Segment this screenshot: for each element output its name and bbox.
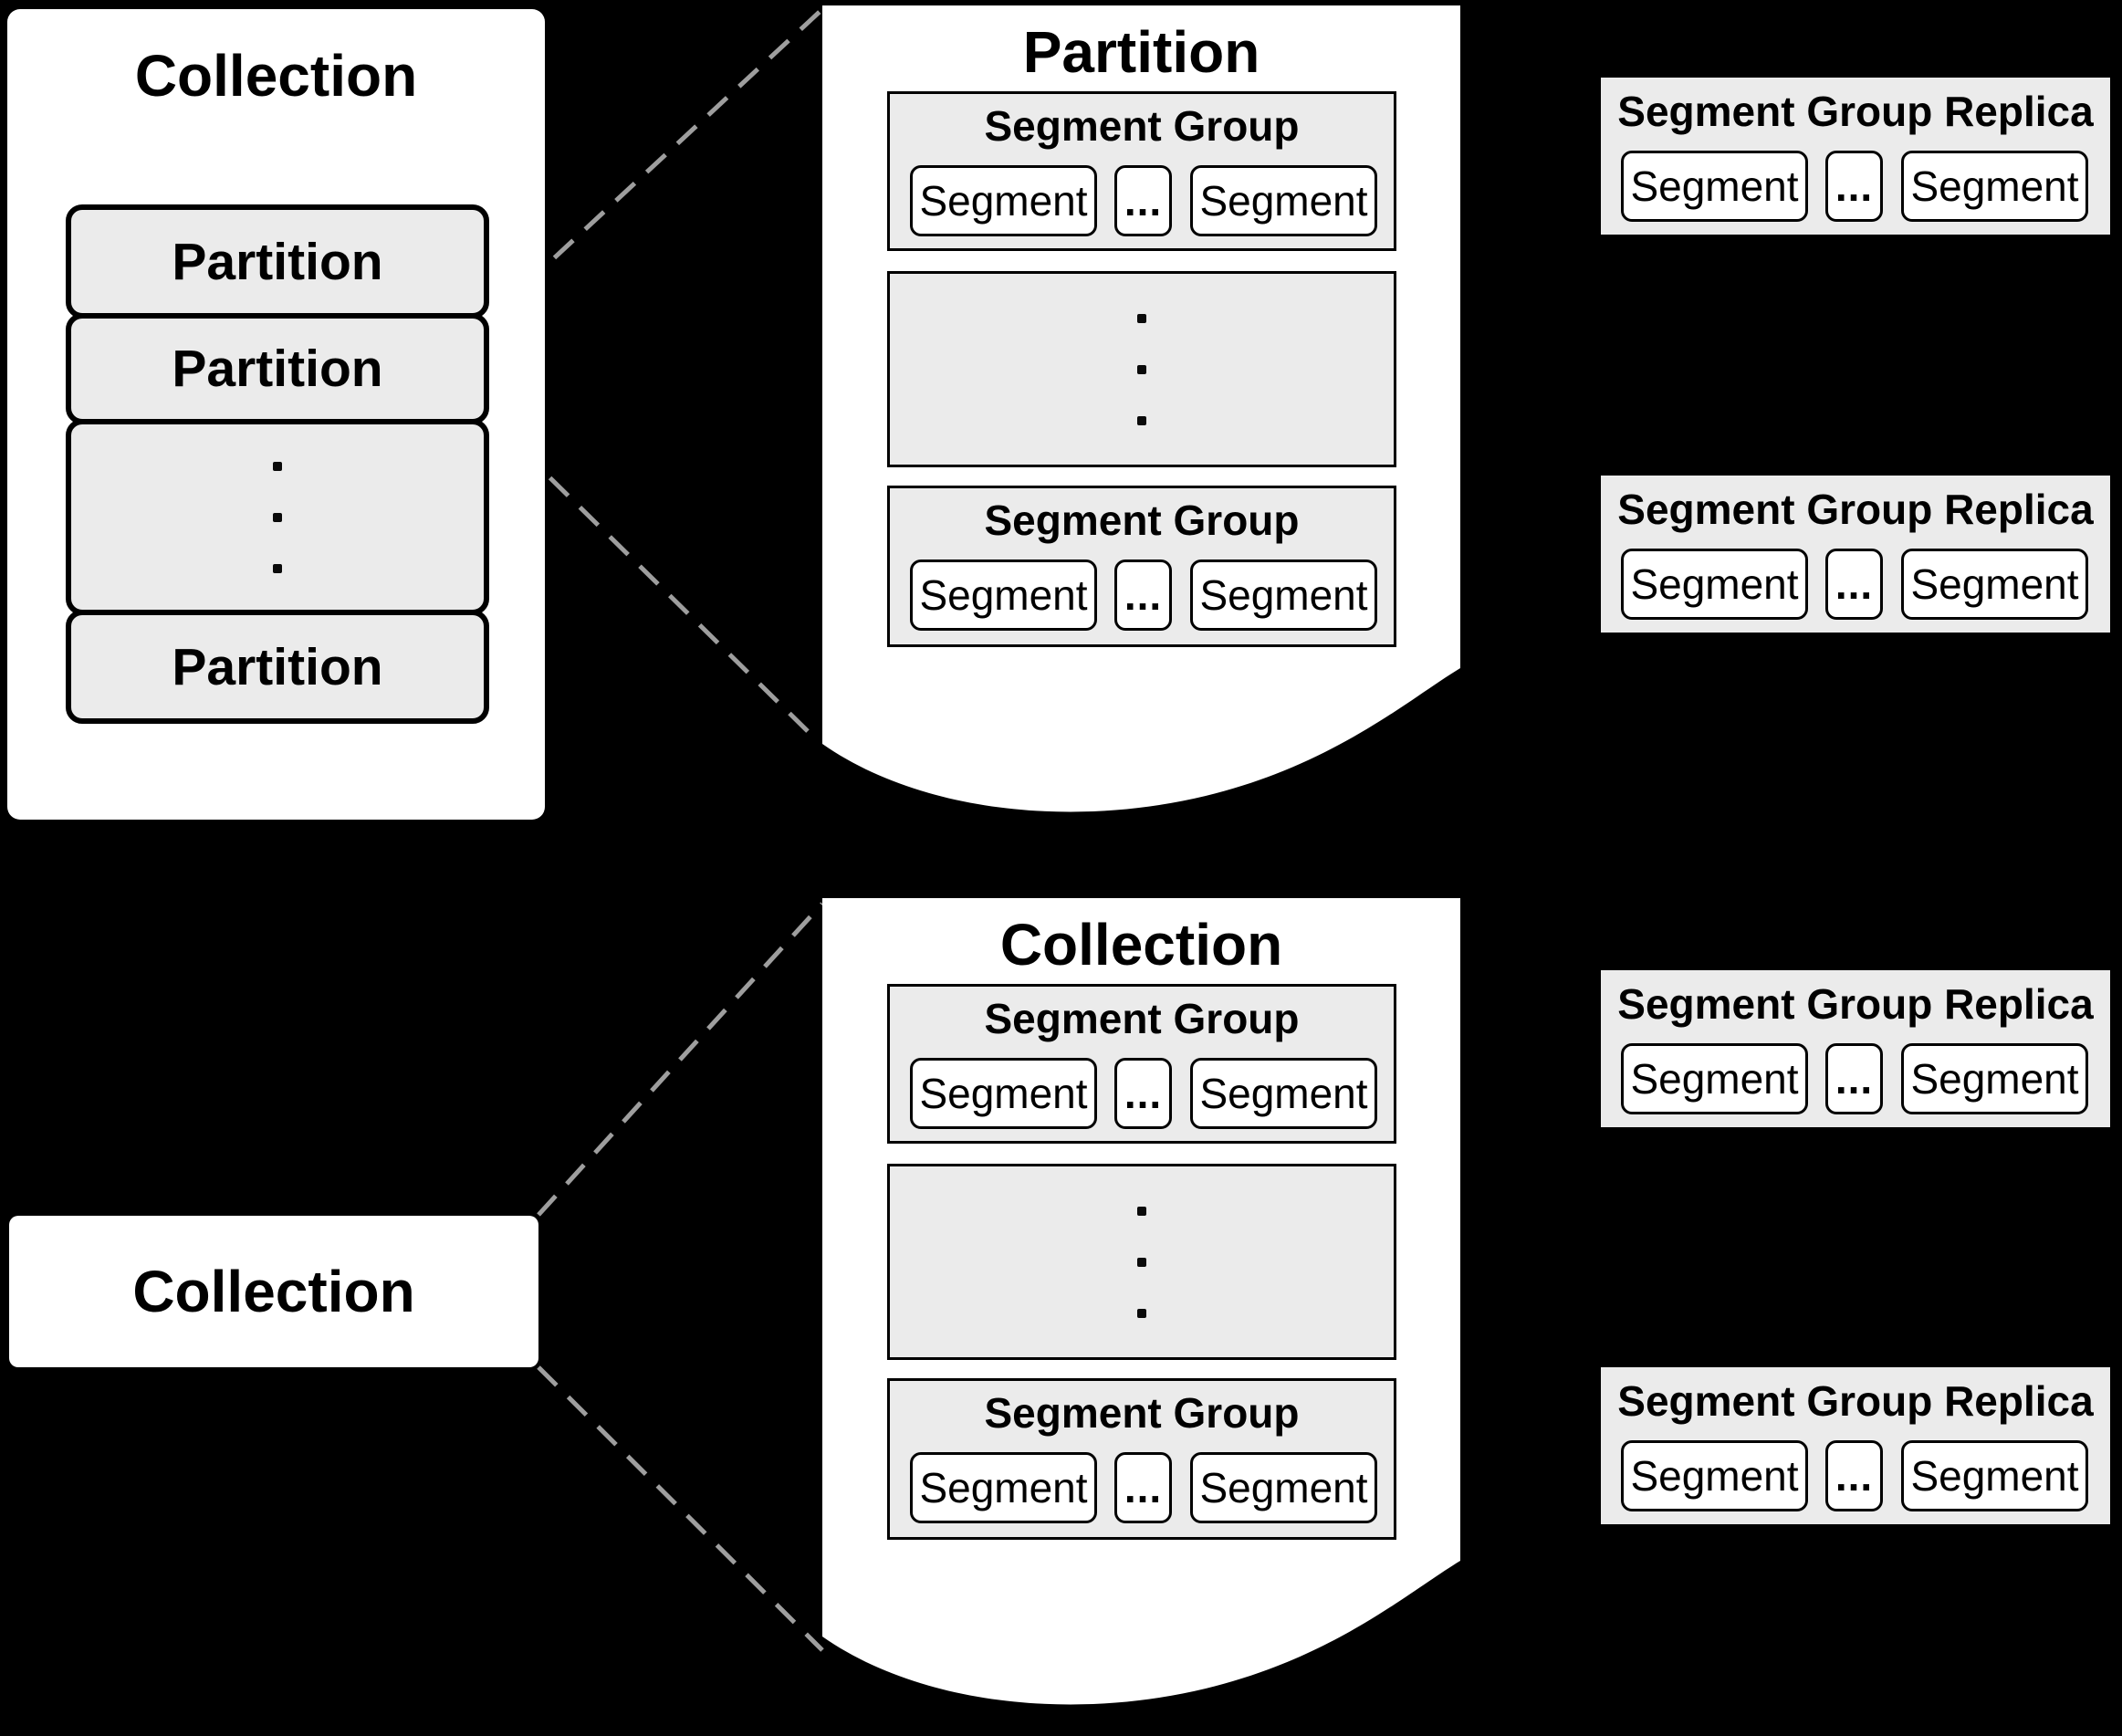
segment-ellipsis-box: ... bbox=[1114, 1452, 1172, 1523]
segment-box: Segment bbox=[1190, 1058, 1377, 1129]
partition-detail-document: Partition Segment Group Segment ... Segm… bbox=[822, 5, 1460, 831]
segment-group-box: Segment Group Segment ... Segment bbox=[887, 984, 1396, 1144]
collection-label: Collection bbox=[132, 1259, 415, 1324]
partition-doc-title: Partition bbox=[1022, 19, 1260, 85]
segment-group-title: Segment Group bbox=[984, 102, 1300, 150]
vertical-ellipsis-icon bbox=[273, 461, 282, 573]
segment-box: Segment bbox=[1190, 559, 1377, 631]
segment-box: Segment bbox=[1621, 1043, 1808, 1114]
segment-box: Segment bbox=[910, 1452, 1097, 1523]
segment-group-box: Segment Group Segment ... Segment bbox=[887, 1378, 1396, 1540]
segment-ellipsis-box: ... bbox=[1825, 1440, 1883, 1511]
segment-box: Segment bbox=[1901, 1440, 2088, 1511]
replica-title: Segment Group Replica bbox=[1617, 88, 2094, 135]
partition-row-1-label: Partition bbox=[172, 232, 383, 291]
segment-box: Segment bbox=[910, 559, 1097, 631]
segment-box: Segment bbox=[1621, 549, 1808, 620]
segment-group-replica-box: Segment Group Replica Segment ... Segmen… bbox=[1601, 78, 2110, 235]
segment-group-replica-box: Segment Group Replica Segment ... Segmen… bbox=[1601, 1367, 2110, 1524]
replica-title: Segment Group Replica bbox=[1617, 486, 2094, 533]
segment-box: Segment bbox=[1901, 549, 2088, 620]
collection-card-title: Collection bbox=[134, 43, 418, 109]
segment-box: Segment bbox=[1901, 1043, 2088, 1114]
segment-group-replica-box: Segment Group Replica Segment ... Segmen… bbox=[1601, 970, 2110, 1127]
segment-group-box: Segment Group Segment ... Segment bbox=[887, 486, 1396, 647]
vertical-ellipsis-icon bbox=[1137, 313, 1146, 425]
collection-detail-document: Collection Segment Group Segment ... Seg… bbox=[822, 898, 1460, 1724]
segment-group-title: Segment Group bbox=[984, 995, 1300, 1042]
partition-row-1: Partition bbox=[66, 204, 489, 319]
segment-box: Segment bbox=[1190, 1452, 1377, 1523]
segment-box: Segment bbox=[1621, 151, 1808, 222]
segment-box: Segment bbox=[1621, 1440, 1808, 1511]
segment-ellipsis-box: ... bbox=[1114, 1058, 1172, 1129]
vertical-ellipsis-icon bbox=[1137, 1206, 1146, 1318]
segment-group-box: Segment Group Segment ... Segment bbox=[887, 91, 1396, 251]
partition-row-2-label: Partition bbox=[172, 340, 383, 398]
segment-group-title: Segment Group bbox=[984, 497, 1300, 544]
partition-row-3: Partition bbox=[66, 610, 489, 724]
segment-ellipsis-box: ... bbox=[1825, 549, 1883, 620]
segment-box: Segment bbox=[1190, 165, 1377, 236]
segment-ellipsis-box: ... bbox=[1114, 559, 1172, 631]
segment-box: Segment bbox=[910, 1058, 1097, 1129]
replica-title: Segment Group Replica bbox=[1617, 1377, 2094, 1425]
connector-collection-to-doc-bottom bbox=[537, 1365, 824, 1652]
segment-group-replica-box: Segment Group Replica Segment ... Segmen… bbox=[1601, 476, 2110, 633]
partition-rows-more bbox=[66, 419, 489, 615]
segment-group-title: Segment Group bbox=[984, 1389, 1300, 1437]
segment-ellipsis-box: ... bbox=[1114, 165, 1172, 236]
collection-label-box: Collection bbox=[9, 1216, 538, 1367]
segment-ellipsis-box: ... bbox=[1825, 1043, 1883, 1114]
segment-box: Segment bbox=[1901, 151, 2088, 222]
segment-ellipsis-box: ... bbox=[1825, 151, 1883, 222]
partition-row-3-label: Partition bbox=[172, 637, 383, 696]
collection-doc-title: Collection bbox=[999, 912, 1283, 978]
partition-row-2: Partition bbox=[66, 313, 489, 424]
connector-collection-to-doc-top bbox=[537, 902, 824, 1217]
segment-groups-more bbox=[887, 271, 1396, 467]
segment-box: Segment bbox=[910, 165, 1097, 236]
segment-groups-more bbox=[887, 1164, 1396, 1360]
replica-title: Segment Group Replica bbox=[1617, 980, 2094, 1028]
collection-card: Collection Partition Partition Partition bbox=[7, 9, 545, 820]
